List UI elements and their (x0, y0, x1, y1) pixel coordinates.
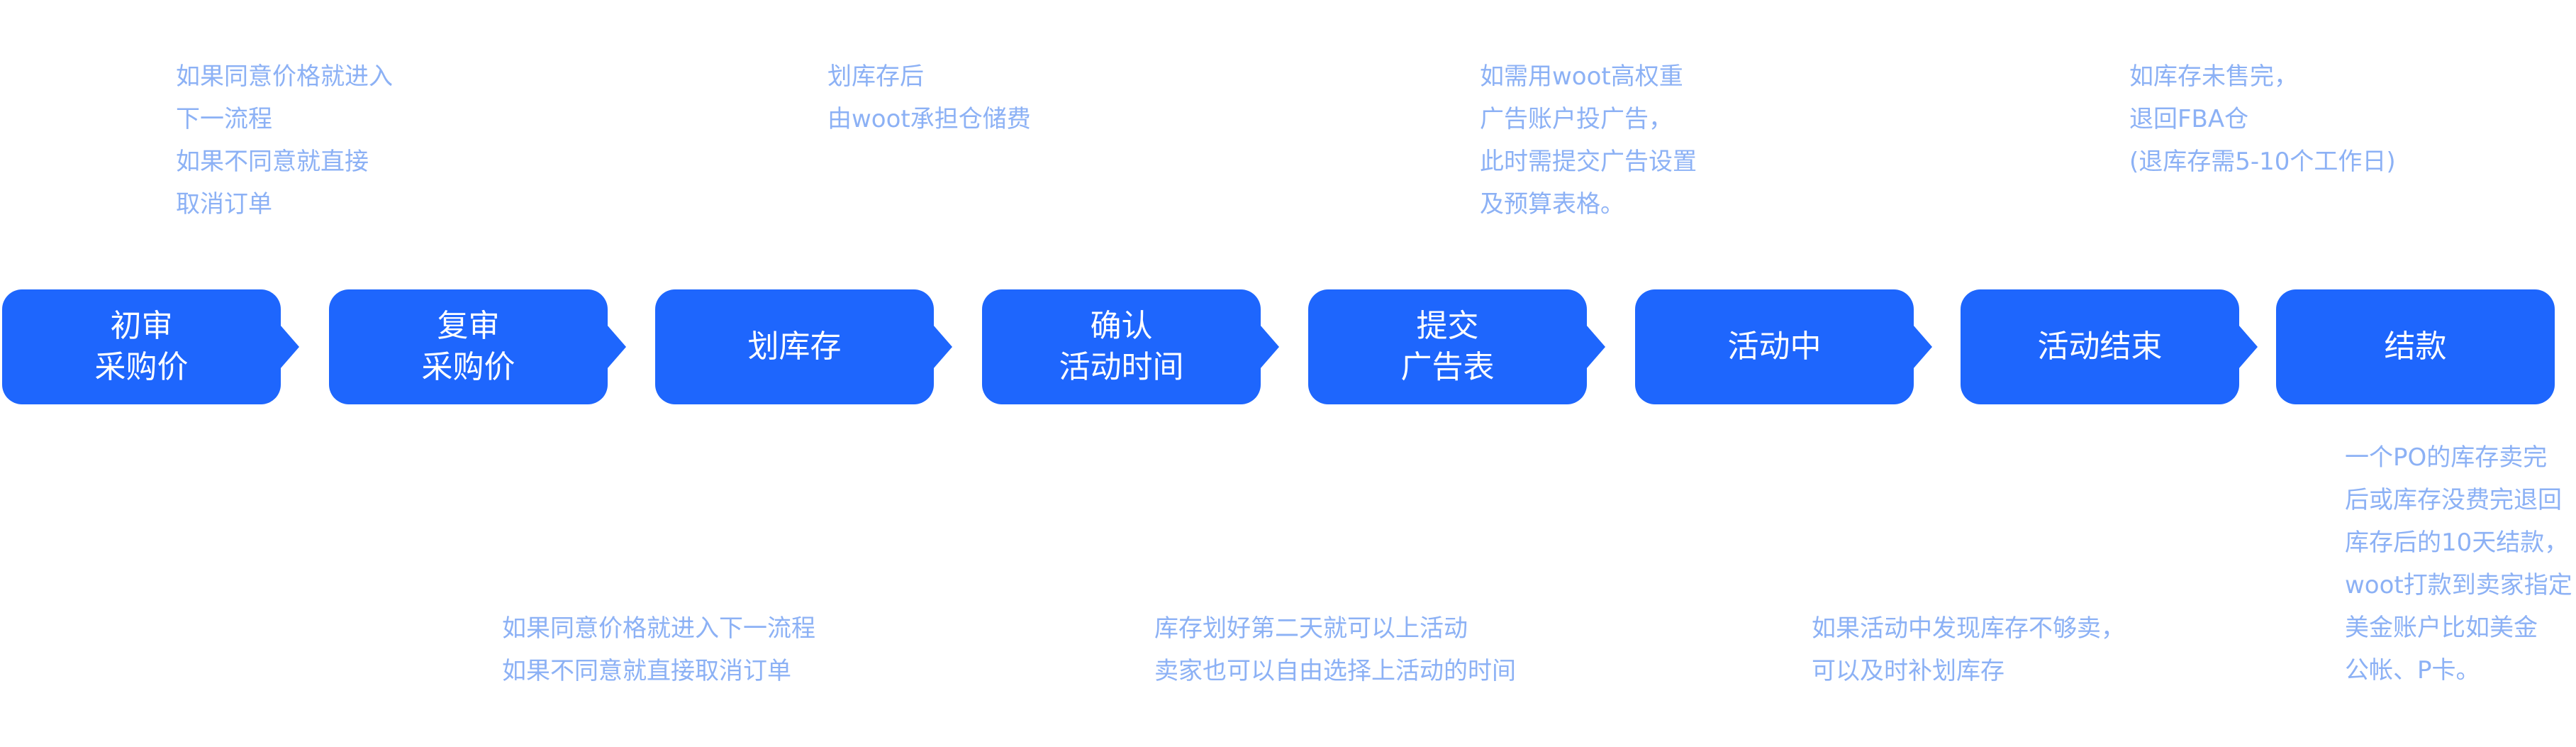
step-label: 提交 广告表 (1400, 308, 1495, 385)
step-initial-review: 初审 采购价 (2, 289, 299, 404)
arrow-right-icon (1260, 325, 1279, 369)
arrow-right-icon (1586, 325, 1605, 369)
note-in-activity: 如果活动中发现库存不够卖， 可以及时补划库存 (1812, 614, 2125, 685)
step-in-activity: 活动中 (1635, 289, 1932, 404)
step-submit-ad-form: 提交 广告表 (1308, 289, 1605, 404)
arrow-right-icon (2238, 325, 2258, 369)
step-label: 初审 采购价 (94, 308, 189, 385)
step-label: 确认 活动时间 (1059, 308, 1184, 385)
note-second-review: 如果同意价格就进入下一流程 如果不同意就直接取消订单 (502, 614, 815, 685)
step-allocate-inventory: 划库存 (655, 289, 952, 404)
step-label: 活动结束 (2037, 328, 2163, 365)
arrow-right-icon (1913, 325, 1932, 369)
step-label: 划库存 (747, 328, 842, 365)
step-second-review: 复审 采购价 (329, 289, 626, 404)
note-allocate-inventory: 划库存后 由woot承担仓储费 (827, 62, 1031, 133)
step-label: 结款 (2384, 328, 2447, 365)
step-settlement: 结款 (2276, 289, 2555, 404)
note-activity-end: 如库存未售完， 退回FBA仓 (退库存需5-10个工作日) (2129, 62, 2396, 176)
arrow-right-icon (607, 325, 626, 369)
note-submit-ad-form: 如需用woot高权重 广告账户投广告， 此时需提交广告设置 及预算表格。 (1480, 62, 1697, 218)
step-label: 复审 采购价 (421, 308, 515, 385)
step-activity-end: 活动结束 (1961, 289, 2258, 404)
note-confirm-time: 库存划好第二天就可以上活动 卖家也可以自由选择上活动的时间 (1154, 614, 1516, 685)
note-initial-review: 如果同意价格就进入 下一流程 如果不同意就直接 取消订单 (176, 62, 393, 218)
arrow-right-icon (933, 325, 952, 369)
step-label: 活动中 (1727, 328, 1822, 365)
arrow-right-icon (280, 325, 299, 369)
note-settlement: 一个PO的库存卖完 后或库存没费完退回 库存后的10天结款， woot打款到卖家… (2345, 443, 2572, 685)
step-confirm-time: 确认 活动时间 (982, 289, 1279, 404)
